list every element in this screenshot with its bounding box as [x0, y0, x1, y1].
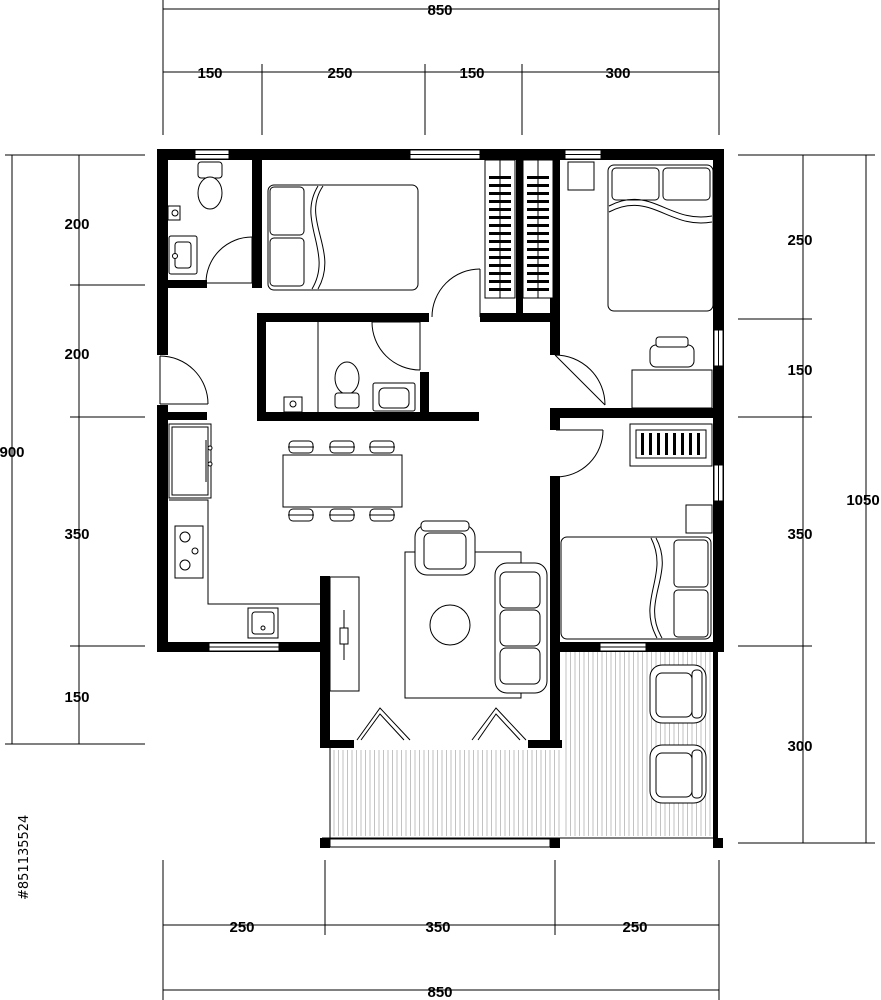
windows [194, 149, 724, 848]
bedroom-1-furniture [267, 184, 419, 291]
left-dimension-4: 150 [64, 689, 89, 706]
sofa-living [494, 562, 548, 694]
bottom-dimension-2: 350 [425, 919, 450, 936]
left-dimension-chain: 900 200 200 350 150 [0, 154, 145, 745]
terrace-armchair-2 [649, 744, 707, 804]
top-dimension-2: 250 [327, 65, 352, 82]
top-dimension-1: 150 [197, 65, 222, 82]
bedroom-3-furniture [560, 423, 713, 640]
top-dimension-4: 300 [605, 65, 630, 82]
terrace-armchair-1 [649, 664, 707, 724]
left-dimension-1: 200 [64, 216, 89, 233]
left-dimension-2: 200 [64, 346, 89, 363]
closets [484, 159, 554, 299]
stock-watermark: #851135524 [17, 815, 32, 900]
kitchen [168, 423, 320, 639]
living-area [329, 520, 548, 741]
top-total-dimension: 850 [427, 2, 452, 19]
bathroom-2-fixtures [283, 322, 416, 413]
bottom-dimension-chain: 250 350 250 850 [162, 860, 720, 1000]
bedroom-2-furniture [567, 161, 714, 409]
dining-set [282, 440, 403, 522]
terrace-chairs [649, 664, 707, 804]
doors [159, 236, 606, 478]
right-total-dimension: 1050 [846, 492, 879, 509]
bottom-dimension-3: 250 [622, 919, 647, 936]
bottom-dimension-1: 250 [229, 919, 254, 936]
bathroom-1-fixtures [167, 161, 223, 275]
stock-id-label: #851135524 [17, 815, 32, 900]
right-dimension-1: 250 [787, 232, 812, 249]
armchair-living [414, 520, 476, 576]
top-dimension-chain: 850 150 250 150 300 [162, 0, 720, 135]
right-dimension-2: 150 [787, 362, 812, 379]
right-dimension-4: 300 [787, 738, 812, 755]
left-total-dimension: 900 [0, 444, 25, 461]
left-dimension-3: 350 [64, 526, 89, 543]
right-dimension-3: 350 [787, 526, 812, 543]
top-dimension-3: 150 [459, 65, 484, 82]
right-dimension-chain: 1050 250 150 350 300 [738, 154, 880, 844]
bottom-total-dimension: 850 [427, 984, 452, 1000]
